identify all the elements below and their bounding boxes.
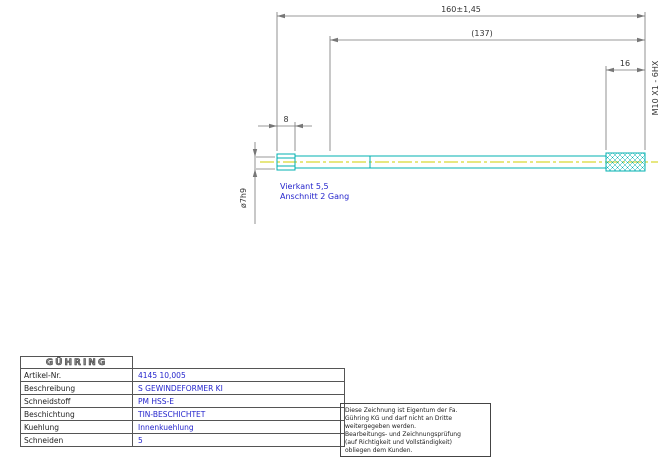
disclaimer-line: Diese Zeichnung ist Eigentum der Fa.	[345, 407, 458, 414]
table-row: Beschreibung S GEWINDEFORMER KI	[20, 381, 345, 395]
annotation-anschnitt: Anschnitt 2 Gang	[280, 192, 349, 201]
row-label: Beschreibung	[20, 381, 133, 395]
table-row: Beschichtung TIN-BESCHICHTET	[20, 407, 345, 421]
table-row: Schneidstoff PM HSS-E	[20, 394, 345, 408]
table-row: Schneiden 5	[20, 433, 345, 447]
disclaimer-line: weitergegeben werden.	[345, 422, 417, 430]
part-thread-section	[605, 152, 646, 172]
row-label: Kuehlung	[20, 420, 133, 434]
part-geometry	[276, 152, 646, 172]
row-value: S GEWINDEFORMER KI	[132, 381, 345, 395]
row-value: PM HSS-E	[132, 394, 345, 408]
disclaimer-box: Diese Zeichnung ist Eigentum der Fa. Güh…	[340, 403, 491, 458]
diameter-label: ø7h9	[239, 188, 248, 208]
row-value: TIN-BESCHICHTET	[132, 407, 345, 421]
row-label: Schneidstoff	[20, 394, 133, 408]
row-value: 4145 10,005	[132, 368, 345, 382]
dim-intermediate-length: (137)	[471, 29, 493, 38]
dim-thread-length: 16	[620, 59, 630, 68]
disclaimer-line: (auf Richtigkeit und Vollständigkeit)	[345, 438, 453, 446]
table-row: Kuehlung Innenkuehlung	[20, 420, 345, 434]
title-block: GÜHRING Artikel-Nr. 4145 10,005 Beschrei…	[20, 356, 345, 447]
table-row: Artikel-Nr. 4145 10,005	[20, 368, 345, 382]
part-square-end	[276, 153, 296, 171]
row-label: Artikel-Nr.	[20, 368, 133, 382]
dimension-arrows	[252, 13, 645, 177]
annotation-vierkant: Vierkant 5,5	[280, 182, 329, 191]
disclaimer-line: Bearbeitungs- und Zeichnungsprüfung	[345, 430, 461, 438]
disclaimer-line: Gühring KG und darf nicht an Dritte	[345, 414, 453, 422]
row-value: Innenkuehlung	[132, 420, 345, 434]
row-label: Beschichtung	[20, 407, 133, 421]
thread-spec-label: M10 X1 - 6HX	[651, 60, 660, 115]
row-label: Schneiden	[20, 433, 133, 447]
dim-overall-length: 160±1,45	[441, 5, 481, 14]
disclaimer-line: obliegen dem Kunden.	[345, 446, 413, 454]
row-value: 5	[132, 433, 345, 447]
dim-square-length: 8	[283, 115, 288, 124]
